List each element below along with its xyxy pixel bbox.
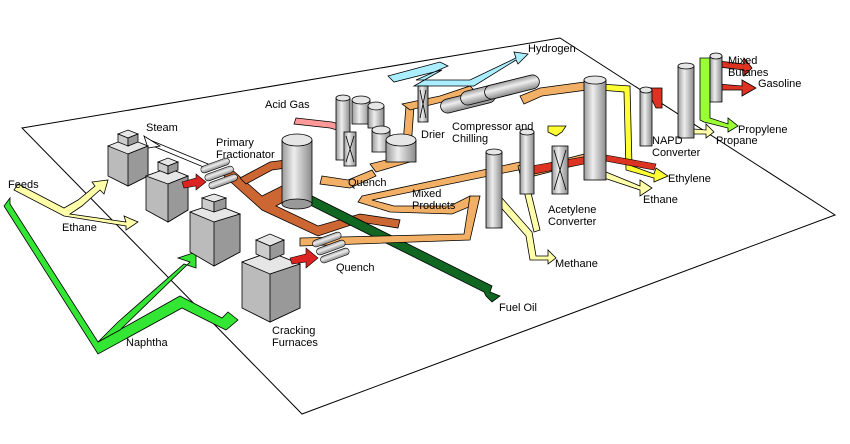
primary-quench-exchangers bbox=[200, 157, 238, 190]
ethane-feed-stream bbox=[13, 179, 139, 231]
gasoline-label: Gasoline bbox=[758, 78, 801, 90]
ethane-product-label: Ethane bbox=[643, 194, 678, 206]
quench-label-top: Quench bbox=[348, 177, 387, 189]
secondary-quench-exchangers bbox=[312, 231, 350, 264]
primary-fractionator-label-line2: Fractionator bbox=[216, 149, 275, 161]
quench-label-bottom: Quench bbox=[336, 262, 375, 274]
steam-label: Steam bbox=[146, 122, 178, 134]
methane-label: Methane bbox=[555, 258, 598, 270]
compressor-chilling-label-line1: Compressor and bbox=[452, 121, 533, 133]
propylene-label: Propylene bbox=[738, 124, 788, 136]
mixed-products-label-line2: Products bbox=[412, 200, 456, 212]
fuel-oil-stream bbox=[307, 195, 501, 303]
ethylene-label: Ethylene bbox=[668, 173, 711, 185]
drier-label: Drier bbox=[421, 129, 445, 141]
steam-arrow bbox=[143, 135, 209, 169]
primary-fractionator-vessel bbox=[281, 133, 313, 210]
primary-fractionator-label-line1: Primary bbox=[216, 137, 254, 149]
cracking-furnace-2 bbox=[144, 157, 190, 223]
cracking-furnaces-label-line1: Cracking bbox=[272, 325, 315, 337]
mixed-butanes-label-line1: Mixed bbox=[728, 55, 757, 67]
fuel-oil-label: Fuel Oil bbox=[499, 302, 537, 314]
acetylene-converter-label-line1: Acetylene bbox=[548, 204, 596, 216]
distillation-columns bbox=[485, 52, 723, 229]
propane-label: Propane bbox=[716, 135, 758, 147]
hydrogen-stream bbox=[387, 51, 529, 87]
acid-gas-label: Acid Gas bbox=[265, 99, 310, 111]
napd-converter-label-line2: Converter bbox=[652, 147, 701, 159]
cracking-furnace-1 bbox=[106, 129, 150, 187]
ethylene-stream bbox=[547, 83, 669, 183]
furnace-outlet-arrows bbox=[181, 173, 319, 269]
ethane-feed-label: Ethane bbox=[62, 222, 97, 234]
quench-towers bbox=[335, 85, 429, 167]
napd-converter-label-line1: NAPD bbox=[652, 135, 683, 147]
mixed-butanes-label-line2: Butanes bbox=[728, 67, 769, 79]
compressor-chilling-label-line2: Chilling bbox=[452, 133, 488, 145]
naphtha-label: Naphtha bbox=[126, 337, 168, 349]
cracking-furnace-3 bbox=[188, 193, 242, 267]
acetylene-converter-label-line2: Converter bbox=[548, 216, 597, 228]
hydrogen-label: Hydrogen bbox=[528, 43, 576, 55]
feeds-label: Feeds bbox=[8, 179, 39, 191]
ethane-product-stream bbox=[603, 171, 653, 197]
compressor-drums bbox=[440, 74, 540, 114]
mixed-products-label-line1: Mixed bbox=[412, 188, 441, 200]
cracking-furnace-4 bbox=[240, 233, 302, 323]
cracking-furnaces-label-line2: Furnaces bbox=[272, 337, 318, 349]
